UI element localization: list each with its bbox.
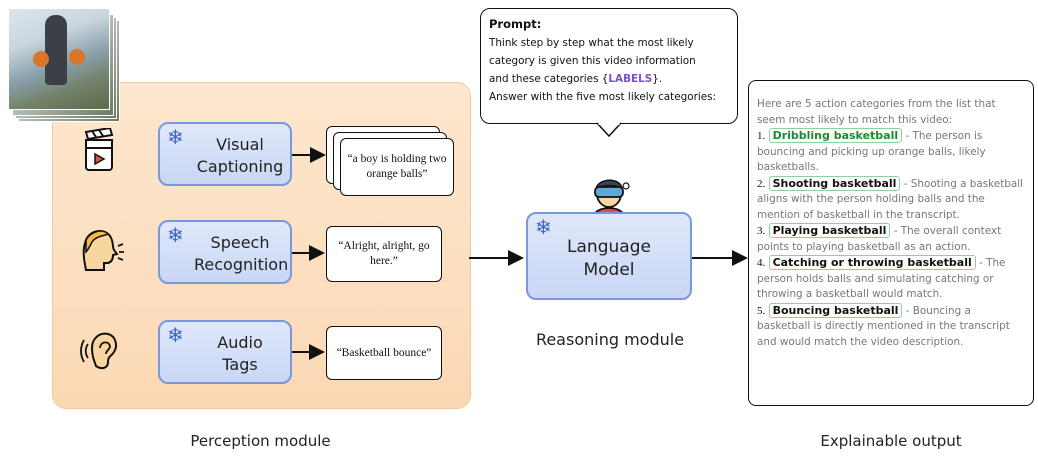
module-label-line: Visual [216, 135, 264, 154]
module-label: Speech Recognition [194, 232, 289, 276]
item-number: 1. [757, 130, 766, 142]
item-number: 2. [757, 177, 766, 190]
category-label: Catching or throwing basketball [768, 255, 976, 270]
ear-icon [80, 332, 117, 370]
output-item: 1. Dribbling basketball - The person is … [757, 128, 1027, 176]
module-label-line: Tags [222, 355, 258, 374]
perception-module-title: Perception module [190, 432, 331, 450]
audio-tags-output-text: “Basketball bounce” [336, 346, 432, 359]
prompt-line: category is given this video information [489, 55, 696, 67]
module-label-line: Recognition [194, 255, 289, 274]
item-explanation: - Shooting a basketball aligns with the … [757, 177, 1024, 221]
item-explanation: - The person is bouncing and picking up … [757, 130, 986, 173]
snowflake-icon: ❄ [167, 127, 184, 149]
category-label: Dribbling basketball [768, 128, 903, 143]
caption-output-text: “a boy is holding two orange balls” [347, 153, 447, 180]
prompt-title: Prompt: [489, 17, 542, 31]
video-frames [8, 8, 120, 122]
output-item: 5. Bouncing basketball - Bouncing a bask… [757, 302, 1027, 351]
item-number: 5. [757, 304, 766, 317]
basketball-icon [69, 49, 85, 65]
item-number: 3. [757, 225, 766, 237]
reasoning-module-title: Reasoning module [535, 330, 685, 349]
category-label: Shooting basketball [768, 175, 901, 191]
prompt-bubble: Prompt: Think step by step what the most… [480, 8, 738, 124]
snowflake-icon: ❄ [167, 225, 184, 247]
model-label-line: Model [583, 260, 635, 280]
prompt-text: }. [652, 73, 663, 85]
speaking-head-icon [82, 230, 124, 271]
prompt-bubble-tail [596, 122, 622, 138]
model-label: Language Model [528, 236, 690, 282]
explainable-output-panel: Here are 5 action categories from the li… [748, 80, 1034, 406]
audio-tags-module: ❄ Audio Tags [158, 320, 292, 384]
video-frame-thumbnail [8, 8, 110, 110]
snowflake-icon: ❄ [535, 217, 552, 239]
item-number: 4. [757, 257, 766, 269]
language-model-box: ❄ Language Model [526, 212, 692, 300]
prompt-text: and these categories { [489, 73, 609, 85]
model-label-line: Language [567, 237, 651, 257]
visual-captioning-module: ❄ Visual Captioning [158, 122, 292, 186]
module-label-line: Captioning [196, 157, 284, 176]
prompt-line: and these categories {LABELS}. [489, 70, 729, 88]
module-label-line: Audio [217, 333, 263, 352]
basketball-icon [33, 51, 49, 67]
transcript-output-card: “Alright, alright, go here.” [326, 226, 442, 282]
explainable-output-title: Explainable output [820, 432, 962, 450]
snowflake-icon: ❄ [167, 325, 184, 347]
module-label: Visual Captioning [194, 134, 286, 178]
output-item: 2. Shooting basketball - Shooting a bask… [757, 175, 1027, 224]
video-clapper-icon [84, 128, 114, 171]
prompt-line: Answer with the five most likely categor… [489, 91, 717, 103]
labels-token: LABELS [608, 73, 653, 85]
player-figure [45, 15, 67, 85]
speech-recognition-module: ❄ Speech Recognition [158, 220, 292, 284]
audio-tags-output-card: “Basketball bounce” [326, 326, 442, 380]
category-label: Playing basketball [768, 223, 891, 238]
item-explanation: - The overall context points to playing … [757, 225, 1002, 253]
module-label: Audio Tags [194, 332, 286, 376]
output-item: 3. Playing basketball - The overall cont… [757, 223, 1027, 255]
module-label-line: Speech [210, 233, 270, 252]
caption-output-card: “a boy is holding two orange balls” [340, 138, 454, 196]
transcript-output-text: “Alright, alright, go here.” [338, 240, 430, 267]
output-item: 4. Catching or throwing basketball - The… [757, 255, 1027, 303]
category-label: Bouncing basketball [768, 302, 903, 318]
item-explanation: - The person holds balls and simulating … [757, 257, 1006, 300]
item-explanation: - Bouncing a basketball is directly ment… [757, 304, 1010, 348]
output-intro: Here are 5 action categories from the li… [757, 98, 996, 126]
prompt-line: Think step by step what the most likely [489, 37, 694, 49]
